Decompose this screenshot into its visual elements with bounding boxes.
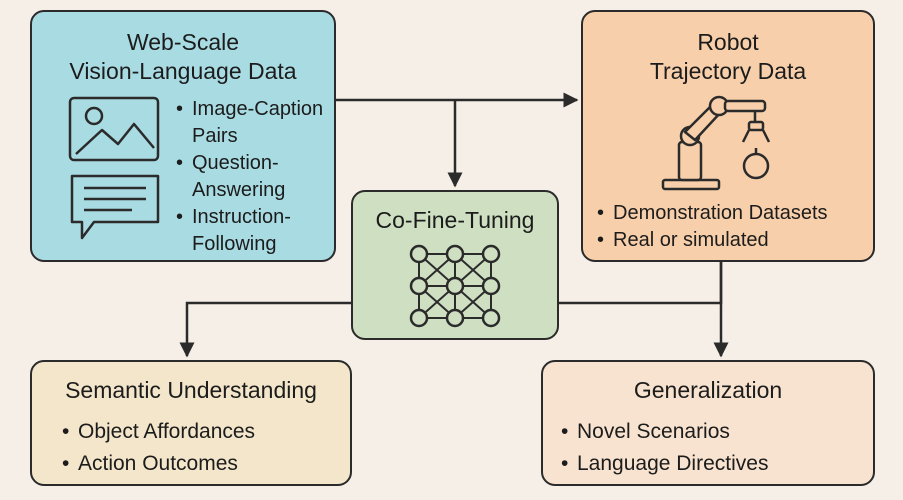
web-scale-data-box: Web-Scale Vision-Language Data Image-Cap… xyxy=(30,10,336,262)
image-icon xyxy=(68,96,160,162)
neural-network-icon xyxy=(409,244,501,328)
list-item: Question- xyxy=(176,150,323,177)
arrow-robot-join xyxy=(559,262,723,305)
list-item-text: Pairs xyxy=(192,125,238,147)
semantic-understanding-box: Semantic Understanding Object Affordance… xyxy=(30,360,352,486)
robot-data-title-line2: Trajectory Data xyxy=(649,58,807,84)
co-fine-tuning-box: Co-Fine-Tuning xyxy=(351,190,559,340)
web-data-title-line1: Web-Scale xyxy=(126,29,240,55)
generalization-list: Novel Scenarios Language Directives xyxy=(561,416,768,480)
list-item-text: Following xyxy=(192,233,277,255)
semantic-list: Object Affordances Action Outcomes xyxy=(62,416,255,480)
robot-arm-icon xyxy=(661,95,771,191)
list-item: Novel Scenarios xyxy=(561,416,768,448)
list-item-continuation: Answering xyxy=(176,177,323,204)
list-item: Demonstration Datasets xyxy=(597,200,828,227)
list-item-text: Answering xyxy=(192,179,286,201)
generalization-box: Generalization Novel Scenarios Language … xyxy=(541,360,875,486)
list-item: Action Outcomes xyxy=(62,448,255,480)
web-data-title-line2: Vision-Language Data xyxy=(69,58,297,84)
list-item-continuation: Following xyxy=(176,231,323,258)
arrow-to-semantic xyxy=(179,301,351,358)
chat-bubble-icon xyxy=(70,174,160,240)
list-item: Language Directives xyxy=(561,448,768,480)
robot-trajectory-box: Robot Trajectory Data Demonstration Data… xyxy=(581,10,875,262)
list-item: Real or simulated xyxy=(597,227,828,254)
robot-data-title-line1: Robot xyxy=(697,29,759,55)
list-item: Image-Caption xyxy=(176,96,323,123)
list-item: Object Affordances xyxy=(62,416,255,448)
list-item: Instruction- xyxy=(176,204,323,231)
robot-data-title: Robot Trajectory Data xyxy=(583,28,873,86)
semantic-title: Semantic Understanding xyxy=(65,377,317,403)
list-item-continuation: Pairs xyxy=(176,123,323,150)
web-data-list: Image-Caption Pairs Question- Answering … xyxy=(176,96,323,258)
web-data-title: Web-Scale Vision-Language Data xyxy=(32,28,334,86)
robot-data-list: Demonstration Datasets Real or simulated xyxy=(597,200,828,254)
generalization-title: Generalization xyxy=(633,377,783,403)
co-fine-tuning-title: Co-Fine-Tuning xyxy=(375,207,535,233)
